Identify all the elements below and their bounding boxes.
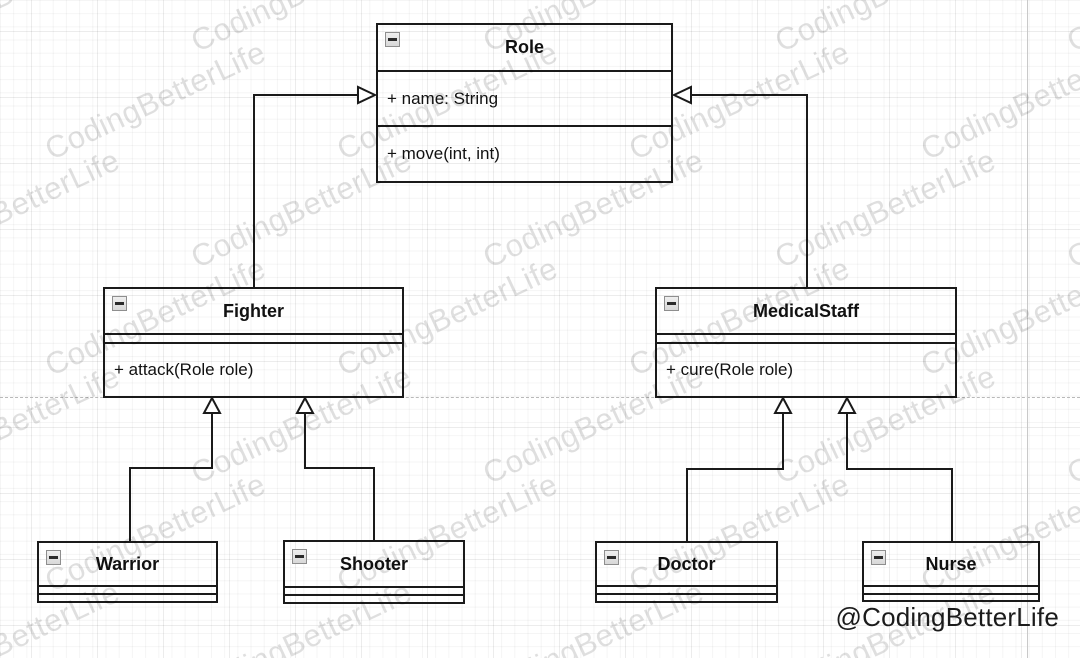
collapse-icon[interactable]: [871, 550, 886, 565]
edge-warrior-fighter: [129, 412, 213, 541]
attributes-compartment: [657, 333, 955, 342]
class-name: Shooter: [339, 553, 408, 574]
class-doctor[interactable]: Doctor: [595, 541, 778, 603]
methods-compartment: [39, 593, 216, 601]
method-line: + attack(Role role): [114, 360, 254, 379]
collapse-icon[interactable]: [112, 296, 127, 311]
page-boundary-vertical: [1027, 0, 1028, 658]
collapse-icon[interactable]: [385, 32, 400, 47]
attributes-compartment: + name: String: [378, 70, 671, 125]
class-warrior[interactable]: Warrior: [37, 541, 218, 603]
attributes-compartment: [597, 585, 776, 593]
attributes-compartment: [864, 585, 1038, 593]
class-title-bar: Fighter: [105, 289, 402, 333]
minus-glyph: [874, 556, 883, 559]
minus-glyph: [388, 38, 397, 41]
class-role[interactable]: Role + name: String + move(int, int): [376, 23, 673, 183]
generalization-arrow-icon: [837, 395, 857, 414]
minus-glyph: [115, 302, 124, 305]
collapse-icon[interactable]: [46, 550, 61, 565]
class-title-bar: Warrior: [39, 543, 216, 585]
class-title-bar: Shooter: [285, 542, 463, 586]
methods-compartment: + attack(Role role): [105, 342, 402, 396]
method-line: + cure(Role role): [666, 360, 794, 379]
class-fighter[interactable]: Fighter + attack(Role role): [103, 287, 404, 398]
edge-shooter-fighter: [304, 412, 375, 540]
generalization-arrow-icon: [202, 395, 222, 414]
minus-glyph: [49, 556, 58, 559]
class-title-bar: Role: [378, 25, 671, 70]
attributes-compartment: [285, 586, 463, 594]
class-title-bar: Doctor: [597, 543, 776, 585]
method-line: + move(int, int): [387, 144, 500, 163]
generalization-arrow-icon: [295, 395, 315, 414]
class-name: Doctor: [657, 553, 716, 574]
methods-compartment: + move(int, int): [378, 125, 671, 181]
page-boundary-horizontal: [0, 397, 1080, 398]
generalization-arrow-icon: [671, 85, 692, 105]
generalization-arrow-icon: [773, 395, 793, 414]
generalization-arrow-icon: [357, 85, 378, 105]
edge-fighter-role: [253, 94, 357, 287]
class-medicalstaff[interactable]: MedicalStaff + cure(Role role): [655, 287, 957, 398]
class-title-bar: MedicalStaff: [657, 289, 955, 333]
edge-nurse-medicalstaff: [846, 412, 953, 541]
minus-glyph: [295, 555, 304, 558]
attributes-compartment: [105, 333, 402, 342]
collapse-icon[interactable]: [664, 296, 679, 311]
methods-compartment: [285, 594, 463, 602]
attribute-line: + name: String: [387, 88, 499, 108]
class-name: MedicalStaff: [752, 300, 860, 321]
attributes-compartment: [39, 585, 216, 593]
class-name: Warrior: [95, 553, 160, 574]
attribution-text: @CodingBetterLife: [835, 602, 1059, 632]
minus-glyph: [607, 556, 616, 559]
edge-medicalstaff-role: [692, 94, 808, 287]
methods-compartment: [864, 593, 1038, 600]
class-name: Fighter: [223, 300, 284, 321]
minus-glyph: [667, 302, 676, 305]
class-name: Nurse: [925, 553, 977, 574]
class-shooter[interactable]: Shooter: [283, 540, 465, 604]
methods-compartment: + cure(Role role): [657, 342, 955, 396]
class-nurse[interactable]: Nurse: [862, 541, 1040, 602]
methods-compartment: [597, 593, 776, 601]
class-title-bar: Nurse: [864, 543, 1038, 585]
collapse-icon[interactable]: [604, 550, 619, 565]
collapse-icon[interactable]: [292, 549, 307, 564]
edge-doctor-medicalstaff: [686, 412, 784, 541]
class-name: Role: [504, 37, 544, 57]
